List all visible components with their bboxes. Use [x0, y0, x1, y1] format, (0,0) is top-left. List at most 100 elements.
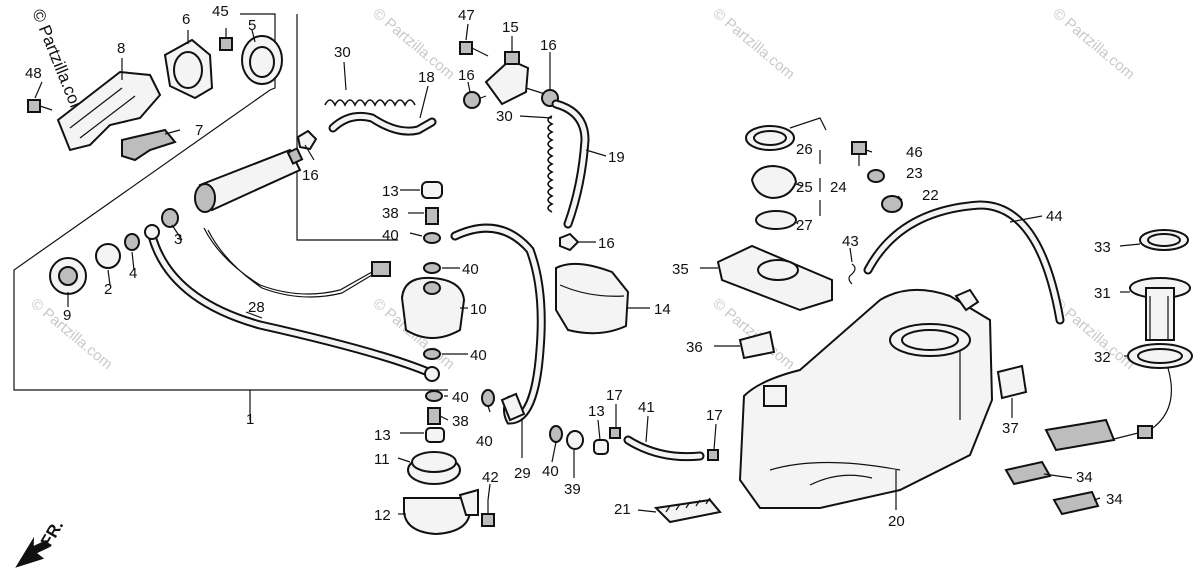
callout-16-a: 16 [302, 167, 319, 184]
callout-43: 43 [842, 233, 859, 250]
callout-10: 10 [470, 301, 487, 318]
callout-26: 26 [796, 141, 813, 158]
cable-28 [144, 224, 440, 382]
callout-40-f: 40 [542, 463, 559, 480]
part-38-bolt-b [427, 407, 441, 425]
part-37-label [996, 364, 1028, 400]
callout-48: 48 [25, 65, 42, 82]
callout-13-a: 13 [382, 183, 399, 200]
watermark: © Partzilla.com [27, 295, 115, 373]
callout-15: 15 [502, 19, 519, 36]
part-7-bracket [121, 128, 177, 162]
part-48-bolt [27, 99, 53, 113]
part-39-cap [566, 430, 584, 450]
spring-30-mid [547, 115, 554, 213]
callout-38-b: 38 [452, 413, 469, 430]
hose-29-end [500, 392, 526, 422]
pump-wire [203, 227, 373, 298]
callout-16-b: 16 [458, 67, 475, 84]
callout-30-left: 30 [334, 44, 351, 61]
part-5-mount [241, 35, 283, 85]
callout-3: 3 [174, 231, 182, 248]
part-12-band [403, 488, 479, 536]
callout-22: 22 [922, 187, 939, 204]
callout-38-a: 38 [382, 205, 399, 222]
part-45-bolt [219, 28, 233, 51]
callout-16-d: 16 [598, 235, 615, 252]
pump-unit-connector [1137, 425, 1153, 439]
hose-44 [863, 200, 1065, 325]
part-38-bolt-a [425, 207, 439, 225]
callout-25: 25 [796, 179, 813, 196]
part-33-ring [1139, 229, 1189, 251]
callout-17-b: 17 [706, 407, 723, 424]
spring-30-left [324, 99, 416, 107]
callout-18: 18 [418, 69, 435, 86]
part-8-cover [56, 70, 162, 152]
callout-39: 39 [564, 481, 581, 498]
callout-5: 5 [248, 17, 256, 34]
part-20-fuel-tank [738, 288, 994, 509]
callout-40-c: 40 [470, 347, 487, 364]
part-3-washer [161, 208, 179, 228]
callout-16-c: 16 [540, 37, 557, 54]
part-9-cap [49, 257, 87, 295]
part-16-clip-d [559, 232, 580, 252]
callout-12: 12 [374, 507, 391, 524]
hose-19 [551, 99, 590, 229]
pump-module [1044, 418, 1116, 452]
callout-1: 1 [246, 411, 254, 428]
part-27-gasket [755, 210, 797, 230]
part-22-grommet [881, 195, 903, 213]
callout-17-a: 17 [606, 387, 623, 404]
part-40-washer-b [423, 262, 441, 274]
part-15-valve [469, 51, 546, 106]
callout-9: 9 [63, 307, 71, 324]
callout-24: 24 [830, 179, 847, 196]
callout-40-e: 40 [476, 433, 493, 450]
callout-41: 41 [638, 399, 655, 416]
part-17-clip-a [609, 427, 621, 439]
part-4-washer [124, 233, 140, 251]
pump-connector [371, 261, 391, 277]
callout-29: 29 [514, 465, 531, 482]
leader-lines [34, 23, 1141, 515]
callout-30-mid: 30 [496, 108, 513, 125]
callout-19: 19 [608, 149, 625, 166]
callout-20: 20 [888, 513, 905, 530]
callout-35: 35 [672, 261, 689, 278]
callout-32: 32 [1094, 349, 1111, 366]
callout-13-c: 13 [588, 403, 605, 420]
part-10-filter [400, 276, 466, 339]
callout-numbers: 8 7 6 5 45 48 30 18 16 3 4 2 9 28 1 13 3… [25, 3, 1123, 530]
part-16-clip-pump [296, 129, 318, 151]
front-arrow-icon: FR. [15, 517, 67, 568]
watermark: © Partzilla.com [1049, 5, 1137, 83]
part-43-clip [848, 263, 856, 285]
callout-11: 11 [374, 451, 390, 468]
fuel-pump [194, 147, 304, 213]
callout-14: 14 [654, 301, 671, 318]
callout-33: 33 [1094, 239, 1111, 256]
part-32-gasket [1127, 343, 1193, 369]
part-34-plate-a [1004, 460, 1052, 486]
part-17-clip-b [707, 449, 719, 461]
part-25-sender [750, 164, 798, 200]
callout-4: 4 [129, 265, 137, 282]
part-40-washer-a [423, 232, 441, 244]
callout-13-b: 13 [374, 427, 391, 444]
part-14-cover [555, 262, 630, 335]
part-13-cap-c [593, 439, 609, 455]
callout-44: 44 [1046, 208, 1063, 225]
part-13-cap-b [425, 427, 445, 443]
part-26-ring [745, 117, 827, 151]
part-40-washer-e [481, 389, 495, 407]
part-34-plate-b [1052, 490, 1100, 516]
part-13-cap-a [421, 181, 443, 199]
part-21-mount [653, 497, 722, 524]
part-46-bolt [851, 141, 867, 166]
part-47-bolt [459, 41, 489, 57]
callout-31: 31 [1094, 285, 1111, 302]
part-40-washer-d [425, 390, 443, 402]
